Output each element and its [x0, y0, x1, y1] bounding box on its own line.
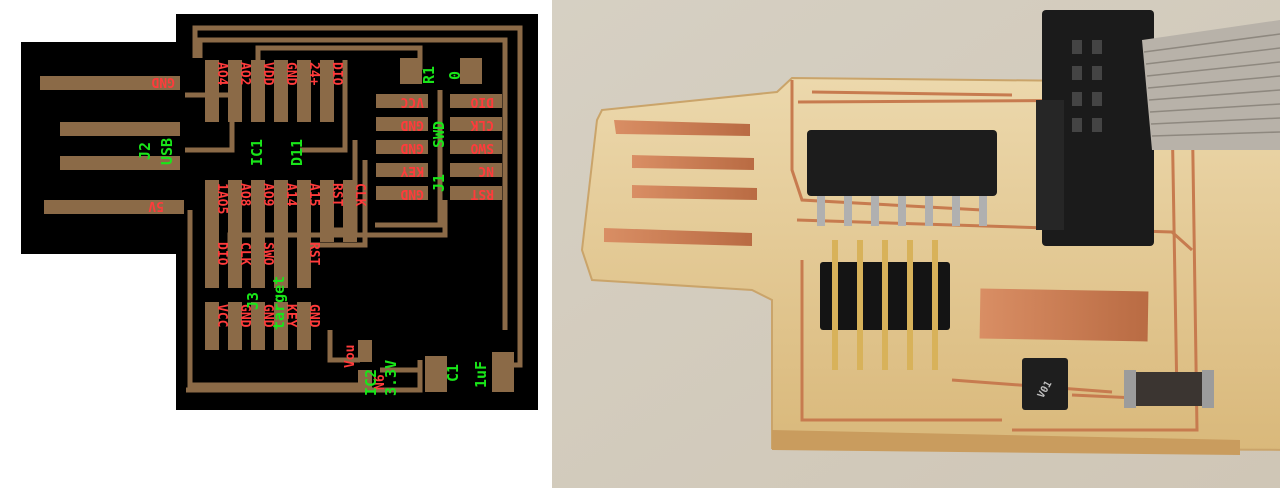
photo-header-pins [832, 240, 938, 370]
photo-copper-pad [979, 288, 1149, 342]
ic1-pin-label: VDD [260, 62, 275, 86]
photo-capacitor-cap [1124, 370, 1136, 408]
ic1-pads [205, 60, 357, 242]
j3-pin-label: SWO [260, 242, 275, 266]
ic1-value: D11 [288, 139, 306, 166]
ic1-pin-label: AO8 [237, 183, 252, 207]
ic1-pin-label: AO4 [214, 62, 229, 86]
photo-ribbon-lines [1143, 33, 1280, 137]
ic1-pin-label: DIO [329, 62, 344, 86]
photo-connector-shroud [1036, 100, 1064, 230]
j3-pads [205, 240, 311, 350]
ic2-pin-label: Vou [343, 345, 358, 368]
photo-ic1-leads [817, 196, 987, 226]
usb-pad-gnd [40, 76, 180, 90]
ic2-pad [358, 370, 372, 392]
ic1-pin-label: AO9 [260, 183, 275, 206]
pcb-photo-panel: V01 [552, 0, 1280, 488]
usb-label-gnd: GND [151, 74, 175, 89]
j3-pin-label: VCC [214, 304, 229, 327]
j1-pin-label: GND [400, 117, 424, 132]
pcb-layout-panel: GND 5V J2 USB AO4 AO2 VDD GND 24+ DIO 1A… [0, 0, 552, 430]
photo-capacitor-cap [1202, 370, 1214, 408]
pcb-layout-drawing: GND 5V J2 USB AO4 AO2 VDD GND 24+ DIO 1A… [21, 14, 538, 410]
ic1-pin-label: AO2 [237, 62, 252, 85]
ic2-pad [358, 340, 372, 362]
j1-pin-label: KEY [400, 163, 424, 178]
j2-value: USB [158, 138, 176, 165]
j3-pin-label: GND [237, 304, 252, 328]
c1-value: 1uF [472, 361, 490, 388]
j2-ref: J2 [136, 142, 154, 160]
ic1-pin-label: CLK [352, 183, 367, 207]
r1-ref: R1 [420, 66, 438, 84]
usb-pad-5v [44, 200, 184, 214]
j1-pin-label: DIO [470, 94, 494, 109]
photo-copper-fingers [604, 120, 757, 246]
j3-pin-label: RST [306, 242, 321, 266]
ic1-pin-label: 24+ [306, 62, 321, 86]
j3-pin-label: KEY [283, 304, 298, 328]
ic1-pin-label: 1AO5 [214, 183, 229, 214]
j1-pin-label: GND [400, 140, 424, 155]
j3-value: target [270, 276, 288, 330]
pcb-photo-illustration: V01 [552, 0, 1280, 488]
c1-ref: C1 [444, 364, 462, 382]
ic1-pin-label: GND [283, 62, 298, 86]
j1-pin-label: RST [470, 186, 494, 201]
photo-connector-holes [1072, 40, 1102, 132]
r1-pad-b [460, 58, 482, 84]
ic2-pad [425, 356, 447, 392]
usb-pad-dplus [60, 156, 180, 170]
j1-ref: J1 [430, 174, 448, 192]
ic1-pin-label: A15 [306, 183, 321, 206]
photo-regulator [1022, 358, 1068, 410]
j1-pads [376, 94, 502, 200]
j3-pin-label: GND [306, 304, 321, 328]
j3-pin-label: CLK [237, 242, 252, 266]
photo-board-edge [772, 430, 1240, 455]
j1-pin-label: NC [478, 163, 494, 178]
ic2-pin-label: N6 [373, 374, 388, 390]
r1-value: 0 [446, 71, 464, 80]
usb-pad-dminus [60, 122, 180, 136]
photo-capacitor [1130, 372, 1208, 406]
usb-tab-area [21, 42, 181, 254]
j1-pin-label: GND [400, 186, 424, 201]
ic2-value: 3.3V [382, 360, 400, 396]
j3-ref: J3 [244, 292, 262, 310]
j1-value: SWD [430, 121, 448, 148]
j3-pin-label: GND [260, 304, 275, 328]
photo-ic1-chip [807, 130, 997, 196]
photo-ribbon-cable [1142, 20, 1280, 150]
j3-pin-label: DIO [214, 242, 229, 266]
j1-pin-label: VCC [401, 94, 424, 109]
c1-pad [492, 352, 514, 392]
j1-pin-label: SWO [470, 140, 494, 155]
r1-pad-a [400, 58, 422, 84]
ic1-pin-label: A14 [283, 183, 298, 207]
ic1-ref: IC1 [248, 139, 266, 166]
j1-pin-label: CLK [470, 117, 494, 132]
usb-label-5v: 5V [148, 198, 164, 213]
ic2-ref: IC2 [362, 369, 380, 396]
ic1-pin-label: RST [329, 183, 344, 207]
